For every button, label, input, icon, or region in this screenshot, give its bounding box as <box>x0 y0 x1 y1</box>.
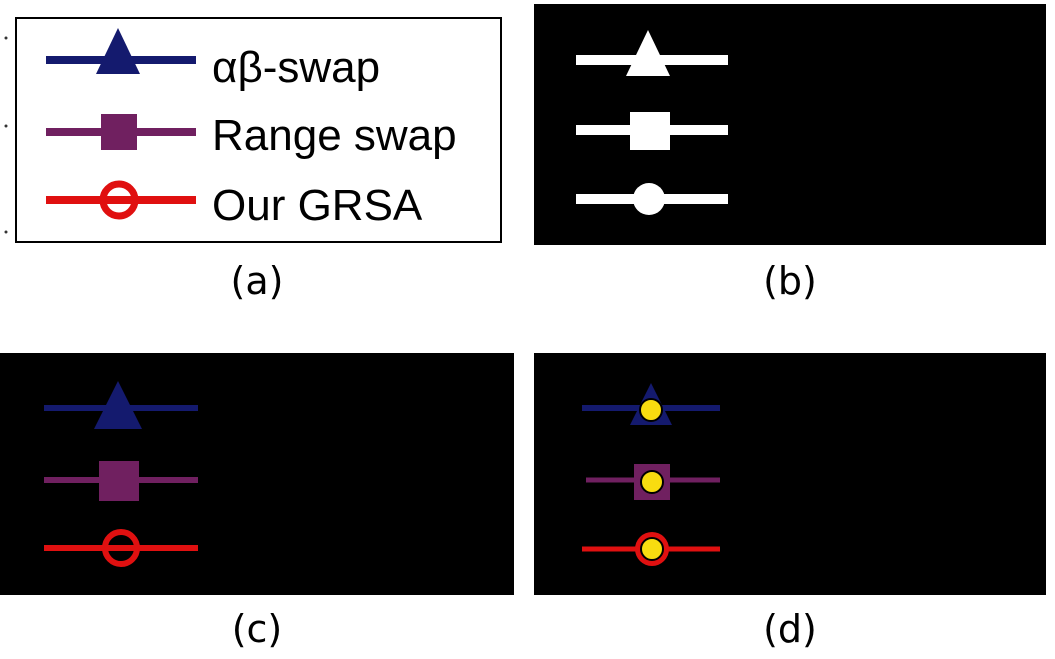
panel-d <box>534 353 1046 595</box>
legend-label-range-swap: Range swap <box>212 111 457 160</box>
panel-d-svg <box>534 353 1046 595</box>
panel-b-svg <box>534 4 1046 245</box>
detected-point-3 <box>640 537 664 561</box>
circle-marker <box>99 180 139 220</box>
detection-background <box>534 353 1046 595</box>
caption-c: (c) <box>231 607 283 651</box>
glyph-circle <box>102 529 140 567</box>
square-marker <box>101 114 137 150</box>
mask-triangle <box>626 30 670 76</box>
mask-background <box>534 4 1046 245</box>
edge-tick <box>4 36 8 40</box>
caption-a: (a) <box>230 259 284 303</box>
panel-c-svg <box>0 353 514 595</box>
mask-circle <box>633 183 665 215</box>
legend-label-alpha-beta: αβ-swap <box>212 43 380 92</box>
glyphs-background <box>0 353 514 595</box>
mask-square <box>630 112 670 150</box>
glyph-square <box>99 461 139 501</box>
legend-label-grsa: Our GRSA <box>212 181 423 230</box>
detected-point-1 <box>639 398 663 422</box>
glyph-triangle <box>94 381 142 429</box>
panel-a: αβ-swap Range swap Our GRSA <box>0 0 515 250</box>
panel-c <box>0 353 514 595</box>
panel-b <box>534 4 1046 245</box>
edge-tick <box>4 124 8 128</box>
panel-a-svg: αβ-swap Range swap Our GRSA <box>4 17 502 243</box>
triangle-marker <box>96 28 140 74</box>
caption-d: (d) <box>763 607 817 651</box>
detected-point-2 <box>640 470 664 494</box>
caption-b: (b) <box>763 259 817 303</box>
edge-tick <box>4 230 8 234</box>
